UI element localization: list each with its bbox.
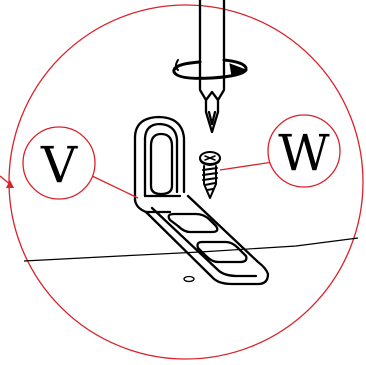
callout-v: V	[23, 127, 138, 199]
callout-v-leader	[90, 175, 138, 198]
l-bracket-icon	[135, 117, 268, 284]
callout-w-label: W	[278, 124, 330, 182]
screwdriver-icon	[200, 0, 224, 132]
callout-w: W	[220, 115, 340, 187]
callout-w-leader	[220, 162, 273, 170]
detail-pointer-arrow	[0, 176, 14, 188]
screw-icon	[200, 152, 220, 198]
callout-v-label: V	[40, 136, 78, 194]
surface-hole-icon	[184, 277, 194, 282]
rotation-arrow-icon	[174, 60, 246, 78]
